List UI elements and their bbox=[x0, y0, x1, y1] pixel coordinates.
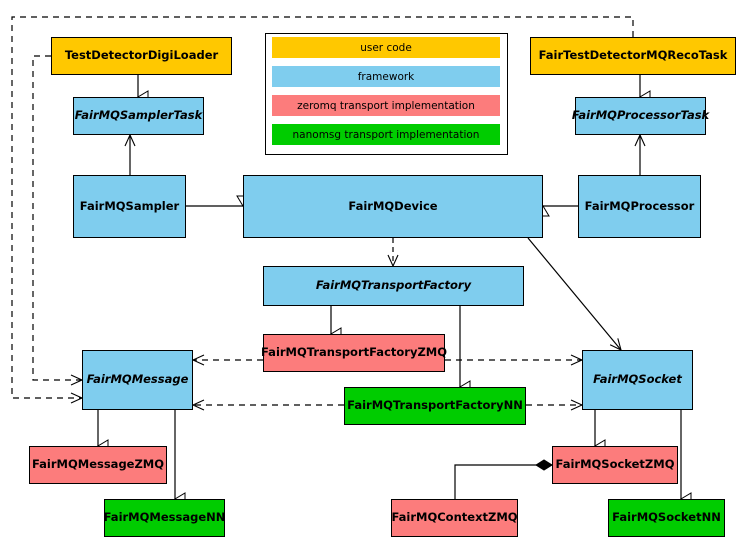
class-box-fairmqtransportfactoryzmq[interactable]: FairMQTransportFactoryZMQ bbox=[261, 334, 448, 372]
edge-digiloader-message bbox=[32, 55, 82, 380]
legend-label-framework: framework bbox=[357, 70, 415, 83]
class-box-fairmqsocket[interactable]: FairMQSocket bbox=[582, 350, 693, 410]
class-box-label: FairMQTransportFactory bbox=[315, 278, 472, 293]
legend-label-nanomsg: nanomsg transport implementation bbox=[292, 128, 480, 141]
class-box-label: FairMQTransportFactoryNN bbox=[347, 398, 523, 413]
class-box-label: FairMQSocketZMQ bbox=[555, 457, 675, 472]
class-box-label: FairMQProcessor bbox=[584, 198, 695, 213]
class-box-fairmqsocketnn[interactable]: FairMQSocketNN bbox=[608, 499, 725, 537]
class-box-label: FairMQTransportFactoryZMQ bbox=[261, 345, 448, 360]
class-box-label: FairMQSampler bbox=[79, 198, 180, 213]
legend-label-user-code: user code bbox=[360, 41, 412, 54]
class-box-fairmqprocessor[interactable]: FairMQProcessor bbox=[578, 175, 701, 238]
legend-item-framework: framework bbox=[272, 66, 500, 87]
class-box-label: FairMQDevice bbox=[348, 198, 438, 213]
class-box-fairmqmessagenn[interactable]: FairMQMessageNN bbox=[104, 499, 225, 537]
class-box-label: FairMQMessageNN bbox=[103, 510, 226, 525]
edge-contextzmq-socketzmq bbox=[454, 459, 553, 499]
class-box-label: FairMQSocket bbox=[593, 372, 682, 387]
edge-device-socket bbox=[527, 237, 621, 350]
class-box-fairmqmessagezmq[interactable]: FairMQMessageZMQ bbox=[29, 446, 167, 484]
legend-item-nanomsg: nanomsg transport implementation bbox=[272, 124, 500, 145]
class-box-fairmqtransportfactorynn[interactable]: FairMQTransportFactoryNN bbox=[344, 387, 526, 425]
class-box-label: TestDetectorDigiLoader bbox=[64, 48, 219, 63]
class-box-fairmqdevice[interactable]: FairMQDevice bbox=[243, 175, 543, 238]
legend-item-user-code: user code bbox=[272, 37, 500, 58]
class-box-fairmqmessage[interactable]: FairMQMessage bbox=[82, 350, 193, 410]
class-box-label: FairTestDetectorMQRecoTask bbox=[538, 48, 728, 63]
legend-label-zeromq: zeromq transport implementation bbox=[297, 99, 475, 112]
class-box-fairmqsampler[interactable]: FairMQSampler bbox=[73, 175, 186, 238]
class-box-fairmqtransportfactory[interactable]: FairMQTransportFactory bbox=[263, 266, 524, 306]
class-box-label: FairMQContextZMQ bbox=[391, 510, 518, 525]
legend-item-zeromq: zeromq transport implementation bbox=[272, 95, 500, 116]
edge-recotask-message bbox=[11, 16, 634, 398]
class-box-label: FairMQSamplerTask bbox=[74, 108, 203, 123]
class-box-fairmqprocessortask[interactable]: FairMQProcessorTask bbox=[571, 97, 710, 135]
class-box-label: FairMQSocketNN bbox=[612, 510, 721, 525]
class-box-fairtestdetectormqrecotask[interactable]: FairTestDetectorMQRecoTask bbox=[530, 37, 736, 75]
class-box-label: FairMQProcessorTask bbox=[571, 108, 710, 123]
class-box-testdetectordigiloader[interactable]: TestDetectorDigiLoader bbox=[51, 37, 232, 75]
class-box-fairmqsocketzmq[interactable]: FairMQSocketZMQ bbox=[552, 446, 678, 484]
class-box-label: FairMQMessage bbox=[86, 372, 189, 387]
class-box-fairmqcontextzmq[interactable]: FairMQContextZMQ bbox=[391, 499, 518, 537]
class-box-fairmqsamplertask[interactable]: FairMQSamplerTask bbox=[73, 97, 204, 135]
class-box-label: FairMQMessageZMQ bbox=[31, 457, 165, 472]
